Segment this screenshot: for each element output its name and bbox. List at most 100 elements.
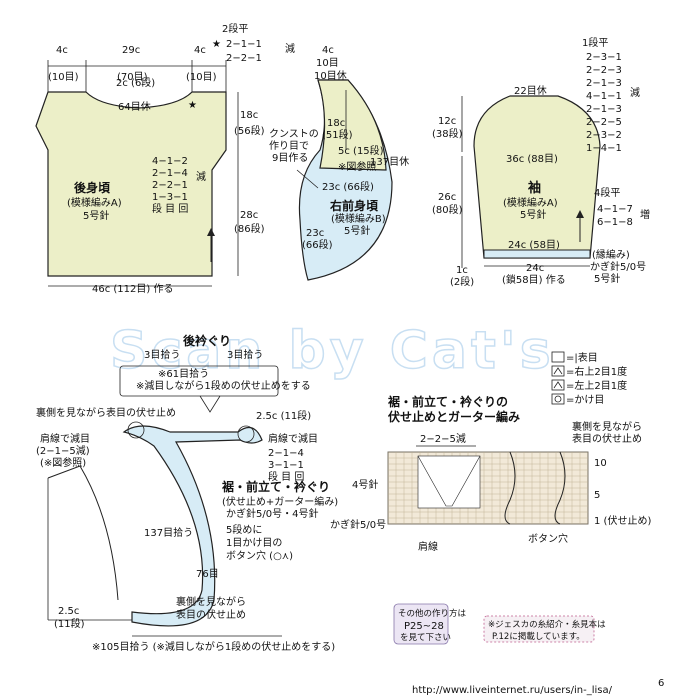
back-dec-5: 段 目 回 xyxy=(152,202,188,215)
back-title: 後身頃 xyxy=(74,180,111,195)
sleeve-cuff-w: 24c (58目) xyxy=(508,240,560,251)
sleeve-shape xyxy=(473,95,601,259)
chart-wrong-2: 表目の伏せ止め xyxy=(572,432,642,445)
back-neck-dec-3: 2−2−1 xyxy=(226,53,262,64)
sleeve-rib-2: かぎ針5/0号 xyxy=(590,260,646,273)
sleeve-needle: 5号針 xyxy=(520,208,546,221)
front-inner-h-c: 18c xyxy=(327,118,345,129)
front-low-c: 23c xyxy=(306,228,324,239)
sleeve-dec-4: 4−1−1 xyxy=(586,91,622,102)
chart-row-needle: 4号針 xyxy=(352,478,378,491)
back-armhole-h-r: (56段) xyxy=(234,124,265,137)
back-body: 4c (10目) 29c (70目) 4c (10目) 2段平 2−1−1 2−… xyxy=(35,22,295,295)
sleeve-cap-c: 12c xyxy=(438,116,456,127)
back-neck-dec-1: 2段平 xyxy=(222,22,248,35)
front-top-c: 4c xyxy=(322,45,334,56)
collar-center: ※61目拾う xyxy=(158,367,209,380)
footer-url[interactable]: http://www.liveinternet.ru/users/in-_lis… xyxy=(412,685,613,696)
sleeve-cuff-h-c: 1c xyxy=(456,265,468,276)
edge-n76: 76目 xyxy=(196,569,219,580)
footer: その他の作り方は P25~28 を見て下さい ※ジェスカの糸紹介・糸見本は P.… xyxy=(393,603,664,696)
back-top-mid-r: (70目) xyxy=(117,72,148,83)
back-pattern: (模様編みA) xyxy=(67,196,122,209)
sleeve-bottom-2: (鎖58目) 作る xyxy=(502,273,566,286)
footer-box-3: を見て下さい xyxy=(400,633,451,643)
right-front: 4c 10目 10目休 18c (51段) クンストの 作り目で 9目作る 5c… xyxy=(269,45,409,281)
chart-button: ボタン穴 xyxy=(528,532,568,545)
sleeve-dec-label: 減 xyxy=(630,86,640,99)
back-body-h-r: (86段) xyxy=(234,222,265,235)
sleeve-bottom: 24c xyxy=(526,263,544,274)
edge-shoulder-r-2: 2−1−4 xyxy=(268,448,304,459)
sleeve-dec-7: 2−3−2 xyxy=(586,130,622,141)
sleeve-inc-3: 6−1−8 xyxy=(597,217,633,228)
front-kusuto-2: 作り目で xyxy=(269,140,309,152)
sleeve-cuff-h-r: (2段) xyxy=(450,275,474,288)
stitch-chart: 裾・前立て・衿ぐりの 伏せ止めとガーター編み 2−2−5減 4号針 かぎ針5/0… xyxy=(330,394,651,553)
back-dec-1: 4−1−2 xyxy=(152,156,188,167)
edge-wrong-side: 裏側を見ながら表目の伏せ止め xyxy=(36,406,176,419)
back-dec-label: 減 xyxy=(196,170,206,183)
back-top-left-r: (10目) xyxy=(48,72,79,83)
sleeve-dec-3: 2−1−3 xyxy=(586,78,622,89)
back-body-shape xyxy=(35,91,227,277)
front-ref: ※図参照 xyxy=(338,160,376,173)
sleeve-dec-1: 2−3−1 xyxy=(586,52,622,63)
collar-pick-r: 3目拾う xyxy=(227,348,263,361)
edge-btn-2: 1目かけ目の xyxy=(226,537,282,549)
edge-shoulder-r-1: 肩線で減目 xyxy=(268,432,318,445)
chart-row-5: 5 xyxy=(594,490,600,501)
back-needle: 5号針 xyxy=(83,209,109,222)
edge-shoulder-r-3: 3−1−1 xyxy=(268,460,304,471)
footer-box-2: P25~28 xyxy=(404,621,444,632)
sleeve-title: 袖 xyxy=(528,180,541,196)
edge-sub: (伏せ止め+ガーター編み) xyxy=(222,495,338,508)
back-neck-rest: 64目休 xyxy=(118,101,151,113)
collar-title: 後衿ぐり xyxy=(183,333,231,348)
edge-shoulder-l-1: 肩線で減目 xyxy=(40,432,90,445)
edge-c25b-r: (11段) xyxy=(54,617,85,630)
chart-hook: かぎ針5/0号 xyxy=(330,518,386,531)
front-kusuto-3: 9目作る xyxy=(272,152,308,164)
front-total: 137目休 xyxy=(370,156,409,168)
front-needle: 5号針 xyxy=(344,224,370,237)
edge-pick137: 137目拾う xyxy=(144,526,193,539)
back-neck-dec-2: 2−1−1 xyxy=(226,39,262,50)
sleeve-dec-6: 2−2−5 xyxy=(586,117,622,128)
edge-wrong-side2b: 表目の伏せ止め xyxy=(176,608,246,621)
back-dec-2: 2−1−4 xyxy=(152,168,188,179)
chart-row-10: 10 xyxy=(594,458,607,469)
sleeve-dec-8: 1−4−1 xyxy=(586,143,622,154)
chart-title-2: 伏せ止めとガーター編み xyxy=(388,409,520,424)
back-top-right-r: (10目) xyxy=(186,72,217,83)
sleeve-inc-label: 増 xyxy=(640,208,650,221)
back-bottom: 46c (112目) 作る xyxy=(92,283,173,295)
sleeve-rib-1: (縁編み) xyxy=(592,248,630,261)
star-icon: ★ xyxy=(212,39,221,50)
sleeve-top-rest: 22目休 xyxy=(514,85,547,97)
front-inner-h-r: (51段) xyxy=(322,128,353,141)
back-neck-dec-label: 減 xyxy=(285,42,295,55)
sleeve-inc-2: 4−1−7 xyxy=(597,204,633,215)
edge-wrong-side2a: 裏側を見ながら xyxy=(176,595,246,608)
legend-left-dec: =左上2目1度 xyxy=(566,379,627,392)
edge-c25b: 2.5c xyxy=(58,606,79,617)
collar-note: ※減目しながら1段めの伏せ止めをする xyxy=(136,379,311,392)
sleeve-cap-r: (38段) xyxy=(432,127,463,140)
edge-shoulder-r-4: 段 目 回 xyxy=(268,470,304,483)
chart-title-1: 裾・前立て・衿ぐりの xyxy=(388,394,508,409)
chart-shoulder: 肩線 xyxy=(418,540,438,553)
sleeve-dec-2: 2−2−3 xyxy=(586,65,622,76)
back-body-h-c: 28c xyxy=(240,210,258,221)
edge-btn-1: 5段めに xyxy=(226,523,262,536)
edge-band-shape xyxy=(122,425,263,627)
sleeve-len-r: (80段) xyxy=(432,203,463,216)
footer-note-1: ※ジェスカの糸紹介・糸見本は xyxy=(488,619,606,630)
collar-pick-l: 3目拾う xyxy=(144,348,180,361)
watermark: Scan by Cat's xyxy=(110,321,555,381)
edge-section: 裏側を見ながら表目の伏せ止め 2.5c (11段) 肩線で減目 (2−1−5減)… xyxy=(36,406,338,653)
sleeve-dec-5: 2−1−3 xyxy=(586,104,622,115)
front-title: 右前身頃 xyxy=(329,198,379,213)
